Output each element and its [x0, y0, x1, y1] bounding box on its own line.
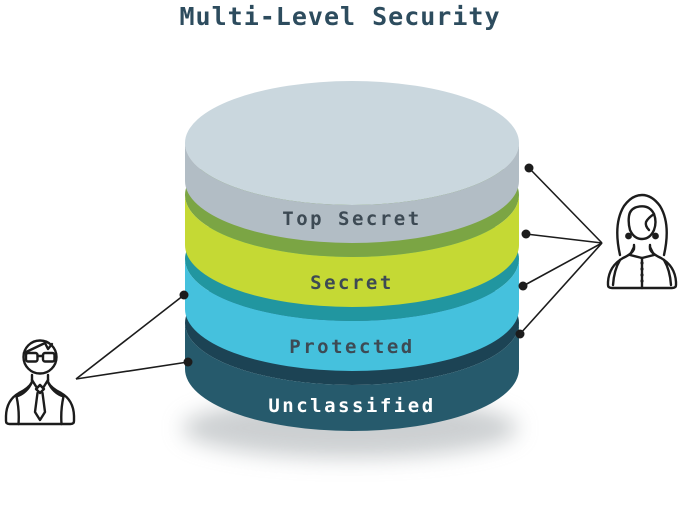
- male-vest-left: [15, 380, 34, 426]
- female-button: [640, 279, 644, 283]
- male-glasses-right: [41, 351, 56, 363]
- left-user-line-protected: [75, 294, 185, 380]
- layer-label-secret: Secret: [310, 272, 394, 294]
- female-hair: [616, 193, 668, 257]
- layer-top-secret-band: [185, 143, 519, 243]
- layer-label-protected: Protected: [289, 336, 415, 358]
- layer-top-secret-top: [185, 81, 519, 205]
- male-user-icon: [4, 339, 76, 426]
- layer-label-top-secret: Top Secret: [282, 208, 422, 230]
- dot-right-secret: [521, 229, 531, 239]
- dot-right-protected: [518, 281, 528, 291]
- female-user-icon: [606, 193, 678, 290]
- right-user-line-unclassified: [519, 242, 603, 335]
- dot-right-unclassified: [515, 329, 525, 339]
- male-torso: [4, 373, 76, 426]
- layer-unclassified-band: [185, 323, 519, 431]
- female-sleeve-right: [662, 258, 673, 287]
- right-user-line-protected: [522, 242, 603, 287]
- female-sleeve-left: [611, 258, 622, 287]
- male-head: [22, 339, 58, 375]
- female-fringe: [644, 212, 656, 232]
- layer-protected-band: [185, 259, 519, 371]
- left-user-line-unclassified: [75, 361, 189, 380]
- connector-lines: [75, 167, 603, 380]
- female-button: [640, 261, 644, 265]
- female-button: [640, 273, 644, 277]
- female-earring-left: [625, 232, 632, 240]
- dot-left-protected: [179, 290, 189, 300]
- female-earring-right: [652, 232, 659, 240]
- male-vest-right: [46, 380, 65, 426]
- dot-left-unclassified: [183, 357, 193, 367]
- female-collar: [628, 245, 656, 260]
- page-title: Multi-Level Security: [179, 2, 501, 31]
- right-user-line-secret: [525, 233, 603, 244]
- male-tie: [33, 391, 47, 422]
- dot-right-top-secret: [524, 163, 534, 173]
- female-face: [627, 205, 657, 241]
- layer-label-unclassified: Unclassified: [268, 395, 436, 417]
- female-button: [640, 267, 644, 271]
- layer-secret-band: [185, 195, 519, 307]
- right-user-line-top-secret: [528, 167, 603, 244]
- male-glasses-left: [24, 351, 39, 363]
- male-hair: [22, 341, 54, 355]
- male-tie-knot: [34, 383, 46, 395]
- connector-dots: [179, 163, 534, 367]
